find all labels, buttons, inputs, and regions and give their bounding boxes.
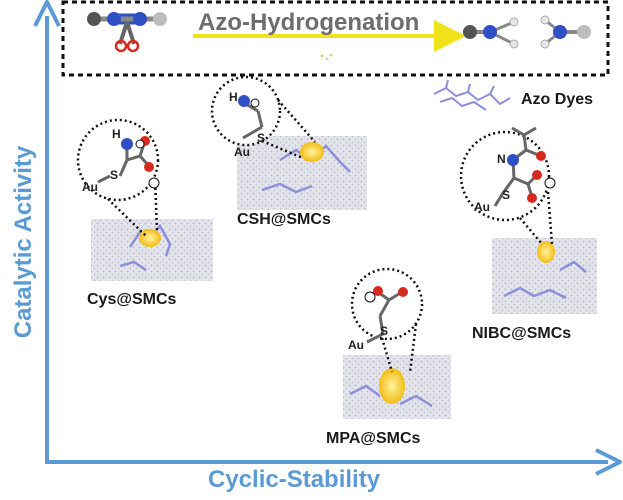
atom-label-au: Au — [82, 180, 98, 194]
amine-product-icon-2 — [540, 15, 591, 49]
amine-product-icon — [463, 17, 519, 49]
atom-label-s: S — [110, 168, 119, 182]
catalyst-label-nibc: NIBC@SMCs — [472, 325, 572, 342]
reaction-title: Azo-Hydrogenation — [198, 9, 420, 36]
catalyst-label-csh: CSH@SMCs — [237, 211, 331, 228]
header-box — [61, 0, 610, 77]
atom-label-s: S — [502, 188, 511, 202]
catalyst-label-mpa: MPA@SMCs — [326, 430, 421, 447]
mpa-smcs-graphic — [343, 267, 451, 419]
azo-dye-molecule-icon — [433, 79, 511, 111]
nibc-smcs-graphic — [459, 126, 597, 314]
x-axis — [45, 448, 622, 476]
catalyst-sprinkle-icon — [320, 53, 333, 61]
y-axis-label: Catalytic Activity — [10, 145, 37, 339]
y-axis — [33, 0, 61, 462]
x-axis-label: Cyclic-Stability — [208, 466, 381, 493]
atom-label-au: Au — [474, 200, 490, 214]
azo-dyes-label: Azo Dyes — [521, 91, 594, 108]
atom-label-s: S — [380, 324, 389, 338]
atom-label-s: S — [257, 131, 266, 145]
atom-label-au: Au — [234, 145, 250, 159]
atom-label-h: H — [112, 127, 121, 141]
atom-label-h: H — [229, 90, 238, 104]
azo-molecule-icon — [87, 12, 167, 53]
atom-label-au: Au — [348, 338, 364, 352]
atom-label-n: N — [497, 152, 506, 166]
csh-smcs-graphic — [210, 75, 367, 210]
cys-smcs-graphic — [76, 118, 213, 281]
catalyst-label-cys: Cys@SMCs — [87, 291, 177, 308]
